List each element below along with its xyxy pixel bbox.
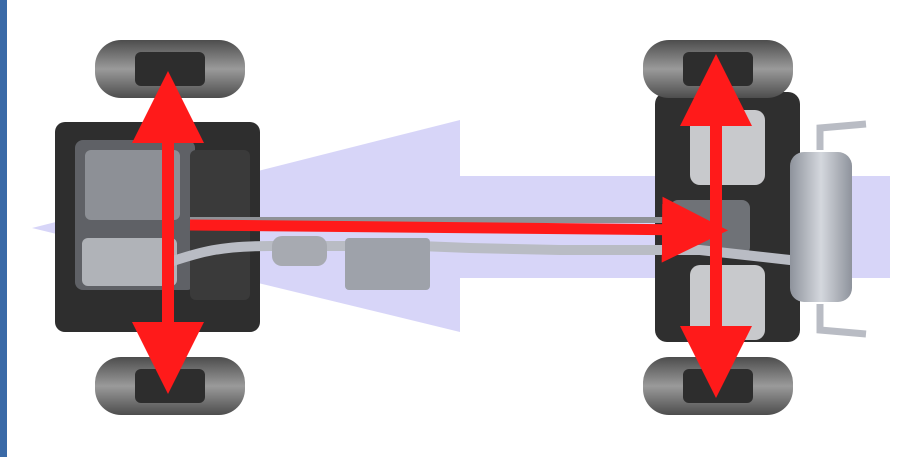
rear-suspension — [655, 92, 800, 342]
rear-muffler — [790, 152, 852, 302]
left-frame-edge — [0, 0, 7, 457]
rear-left-tire — [643, 40, 793, 98]
rear-right-tire — [643, 357, 793, 415]
front-right-tire — [95, 357, 245, 415]
catalytic-converter — [272, 236, 327, 266]
front-left-tire — [95, 40, 245, 98]
center-muffler — [345, 238, 430, 290]
wheelbase-arrow — [189, 196, 728, 263]
